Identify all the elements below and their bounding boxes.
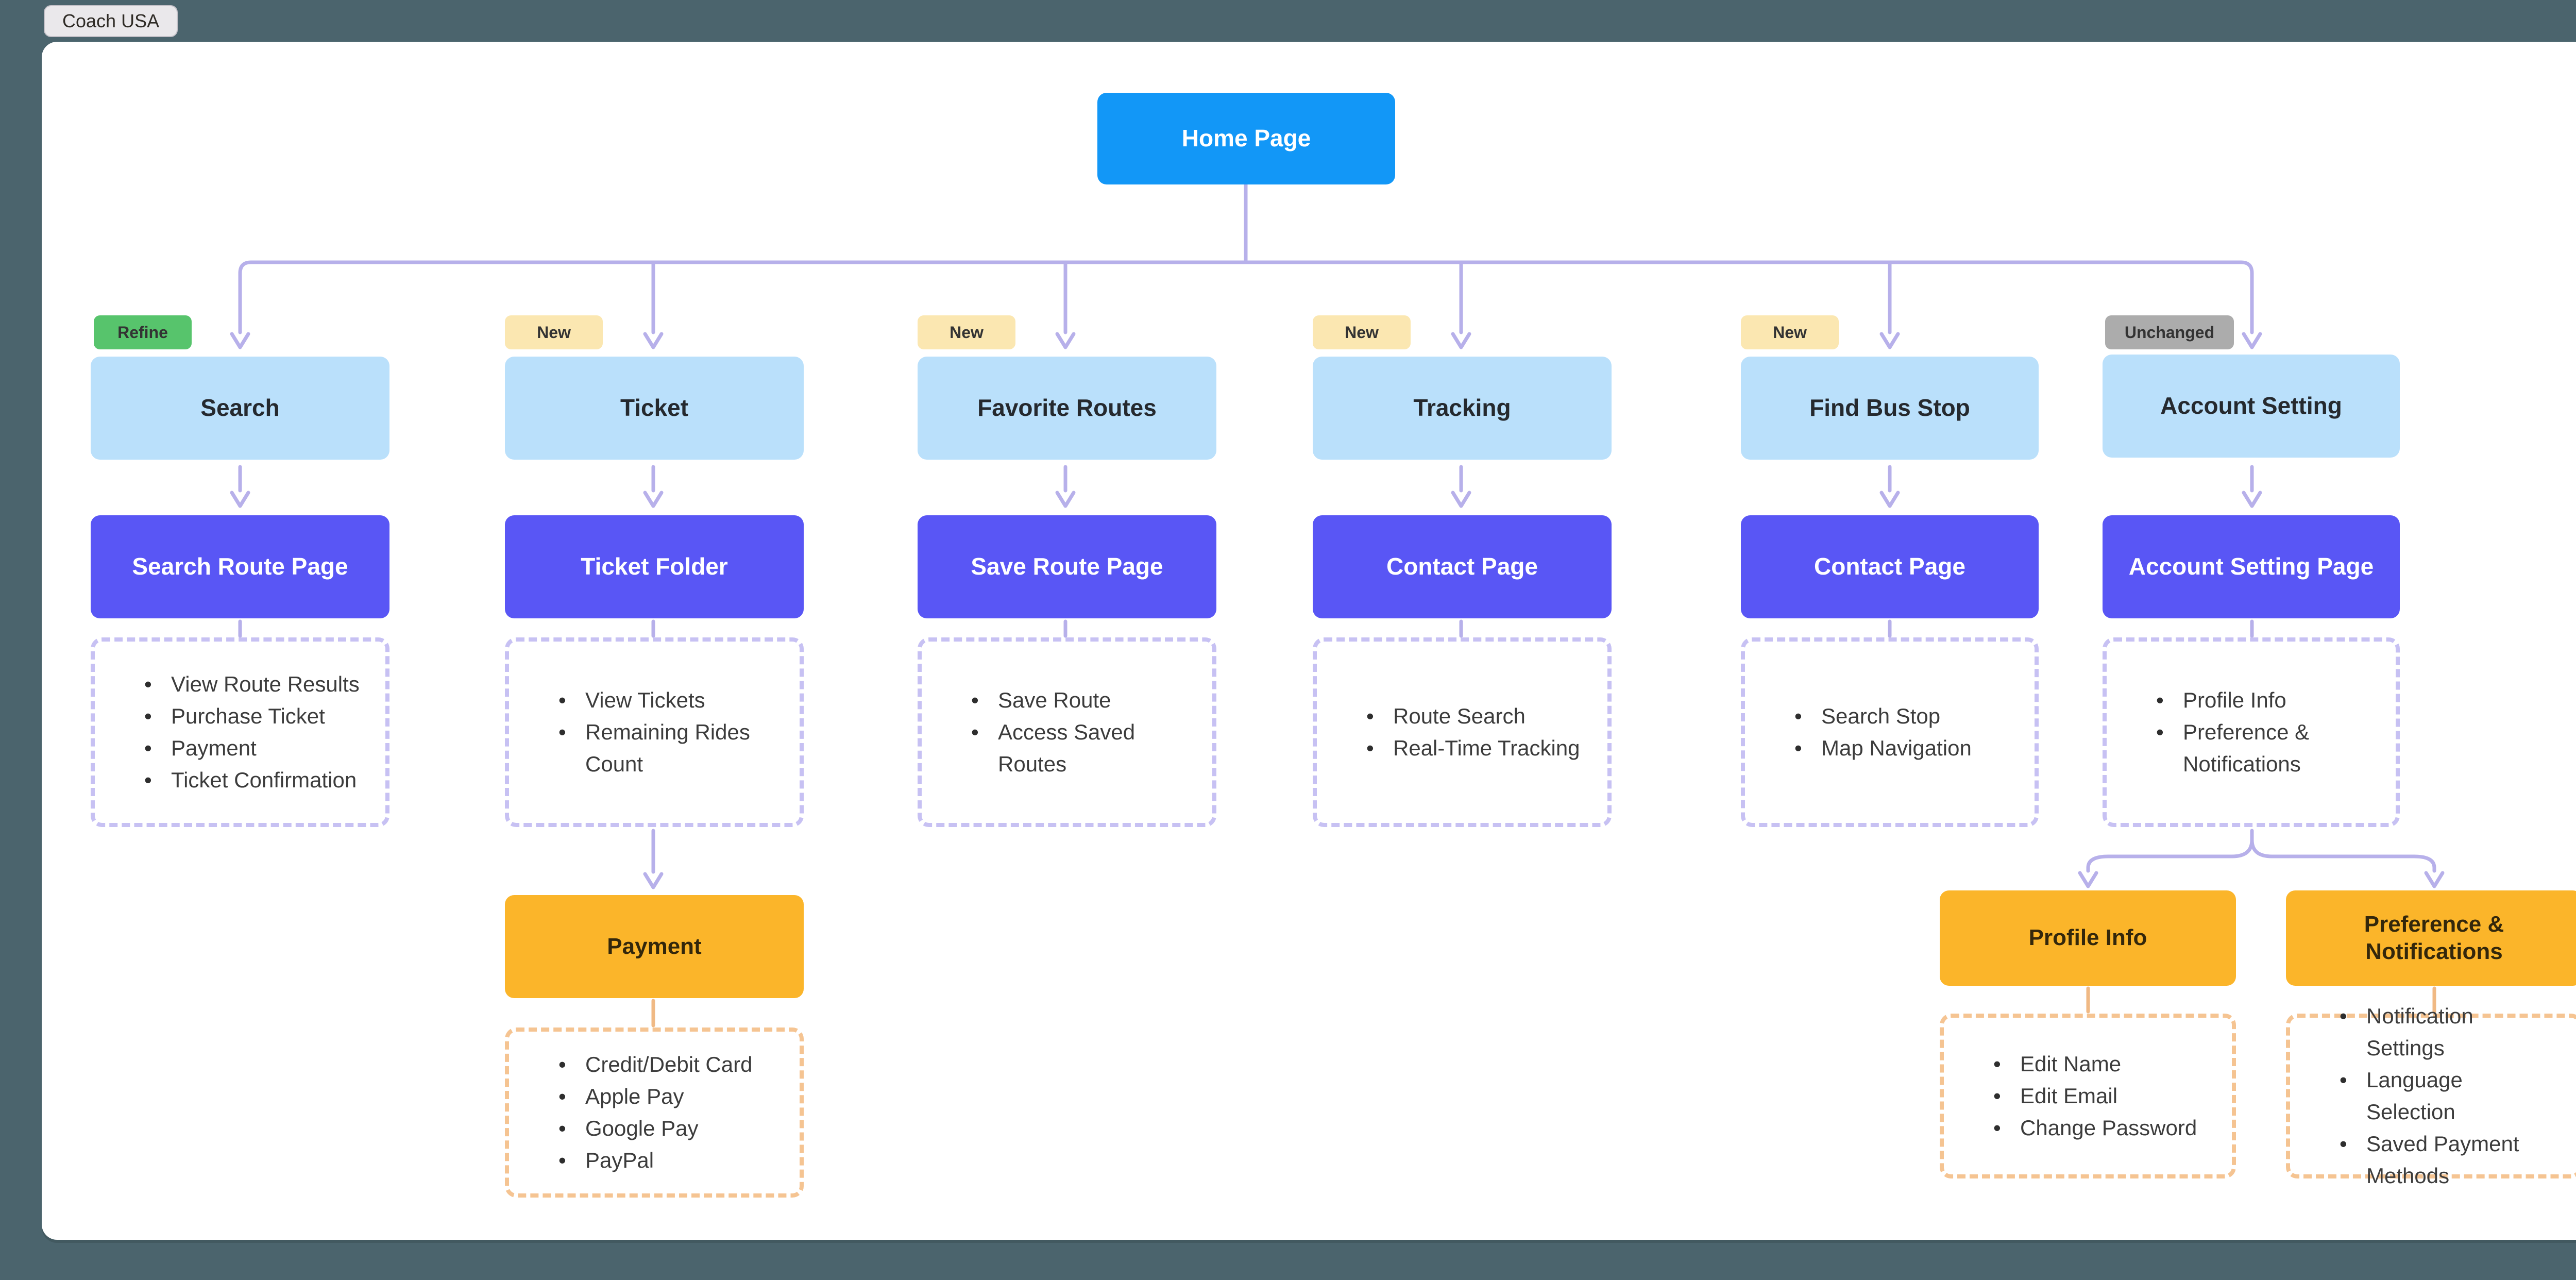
node-home-page[interactable]: Home Page [1097, 93, 1395, 184]
details-search[interactable]: View Route ResultsPurchase TicketPayment… [91, 637, 389, 827]
node-account-setting-label: Account Setting [2160, 392, 2342, 419]
node-preference-notifications-label: Preference & Notifications [2364, 911, 2504, 964]
details-find-bus-stop[interactable]: Search StopMap Navigation [1741, 637, 2039, 827]
bullet-item: Saved Payment Methods [2340, 1128, 2557, 1192]
bullet-item: Preference & Notifications [2156, 716, 2375, 780]
node-find-bus-stop-label: Find Bus Stop [1809, 394, 1970, 422]
bullet-item: Profile Info [2156, 684, 2375, 716]
node-favorite-routes[interactable]: Favorite Routes [918, 357, 1216, 460]
node-search-route-page[interactable]: Search Route Page [91, 515, 389, 618]
node-payment-label: Payment [607, 933, 702, 959]
details-preference-notifications[interactable]: Notification SettingsLanguage SelectionS… [2286, 1000, 2576, 1188]
bullet-item: Credit/Debit Card [558, 1049, 779, 1081]
bullet-item: Search Stop [1794, 700, 2014, 732]
bullet-item: Remaining Rides Count [558, 716, 779, 780]
bullet-item: View Tickets [558, 684, 779, 716]
bullet-item: Payment [144, 732, 365, 764]
node-profile-info-label: Profile Info [2028, 925, 2147, 951]
badge-new-ticket-label: New [537, 323, 571, 342]
node-ticket-folder-label: Ticket Folder [581, 553, 728, 580]
bullet-item: Real-Time Tracking [1366, 732, 1587, 764]
badge-new-tracking[interactable]: New [1313, 315, 1411, 349]
node-find-bus-stop[interactable]: Find Bus Stop [1741, 357, 2039, 460]
bullet-item: Google Pay [558, 1113, 779, 1144]
badge-refine[interactable]: Refine [94, 315, 192, 349]
bullet-item: Route Search [1366, 700, 1587, 732]
bullet-item: Edit Email [1993, 1080, 2211, 1112]
badge-new-favorite-routes-label: New [950, 323, 984, 342]
bullet-item: View Route Results [144, 668, 365, 700]
board-title-pill[interactable]: Coach USA [44, 5, 178, 37]
badge-unchanged[interactable]: Unchanged [2105, 315, 2234, 349]
bullet-item: Language Selection [2340, 1064, 2557, 1128]
details-tracking[interactable]: Route SearchReal-Time Tracking [1313, 637, 1612, 827]
bullet-item: Notification Settings [2340, 1000, 2557, 1064]
badge-refine-label: Refine [117, 323, 168, 342]
node-find-bus-stop-contact-page-label: Contact Page [1814, 553, 1965, 580]
details-favorite-routes[interactable]: Save RouteAccess Saved Routes [918, 637, 1216, 827]
node-favorite-routes-label: Favorite Routes [977, 394, 1157, 422]
details-payment[interactable]: Credit/Debit CardApple PayGoogle PayPayP… [505, 1028, 804, 1198]
bullet-item: Apple Pay [558, 1081, 779, 1113]
details-account-setting[interactable]: Profile InfoPreference & Notifications [2103, 637, 2400, 827]
details-ticket[interactable]: View TicketsRemaining Rides Count [505, 637, 804, 827]
node-save-route-page[interactable]: Save Route Page [918, 515, 1216, 618]
node-tracking-label: Tracking [1413, 394, 1511, 422]
board-title: Coach USA [62, 10, 160, 31]
node-account-setting-page[interactable]: Account Setting Page [2103, 515, 2400, 618]
node-search-label: Search [200, 394, 280, 422]
node-ticket-folder[interactable]: Ticket Folder [505, 515, 804, 618]
details-favorite-routes-list: Save RouteAccess Saved Routes [922, 684, 1212, 780]
bullet-item: PayPal [558, 1144, 779, 1176]
node-ticket[interactable]: Ticket [505, 357, 804, 460]
details-profile-info-list: Edit NameEdit EmailChange Password [1944, 1048, 2232, 1144]
details-profile-info[interactable]: Edit NameEdit EmailChange Password [1940, 1014, 2236, 1178]
bullet-item: Purchase Ticket [144, 700, 365, 732]
bullet-item: Change Password [1993, 1112, 2211, 1144]
bullet-item: Access Saved Routes [971, 716, 1192, 780]
node-tracking-contact-page[interactable]: Contact Page [1313, 515, 1612, 618]
bullet-item: Edit Name [1993, 1048, 2211, 1080]
details-ticket-list: View TicketsRemaining Rides Count [509, 684, 800, 780]
node-search-route-page-label: Search Route Page [132, 553, 348, 580]
details-payment-list: Credit/Debit CardApple PayGoogle PayPayP… [509, 1049, 800, 1176]
badge-new-tracking-label: New [1345, 323, 1379, 342]
node-account-setting[interactable]: Account Setting [2103, 355, 2400, 458]
node-preference-notifications[interactable]: Preference & Notifications [2286, 890, 2576, 986]
node-profile-info[interactable]: Profile Info [1940, 890, 2236, 986]
node-search[interactable]: Search [91, 357, 389, 460]
node-home-page-label: Home Page [1181, 125, 1311, 152]
details-tracking-list: Route SearchReal-Time Tracking [1317, 700, 1607, 764]
badge-new-find-bus-stop[interactable]: New [1741, 315, 1839, 349]
details-find-bus-stop-list: Search StopMap Navigation [1745, 700, 2035, 764]
badge-new-ticket[interactable]: New [505, 315, 603, 349]
node-account-setting-page-label: Account Setting Page [2128, 553, 2374, 580]
details-search-list: View Route ResultsPurchase TicketPayment… [95, 668, 385, 796]
details-preference-notifications-list: Notification SettingsLanguage SelectionS… [2290, 1000, 2576, 1192]
node-find-bus-stop-contact-page[interactable]: Contact Page [1741, 515, 2039, 618]
bullet-item: Ticket Confirmation [144, 764, 365, 796]
node-save-route-page-label: Save Route Page [971, 553, 1163, 580]
badge-new-find-bus-stop-label: New [1773, 323, 1807, 342]
bullet-item: Save Route [971, 684, 1192, 716]
node-payment[interactable]: Payment [505, 895, 804, 998]
badge-unchanged-label: Unchanged [2124, 323, 2215, 342]
node-tracking[interactable]: Tracking [1313, 357, 1612, 460]
node-tracking-contact-page-label: Contact Page [1386, 553, 1538, 580]
bullet-item: Map Navigation [1794, 732, 2014, 764]
node-ticket-label: Ticket [620, 394, 689, 422]
details-account-setting-list: Profile InfoPreference & Notifications [2107, 684, 2396, 780]
badge-new-favorite-routes[interactable]: New [918, 315, 1015, 349]
